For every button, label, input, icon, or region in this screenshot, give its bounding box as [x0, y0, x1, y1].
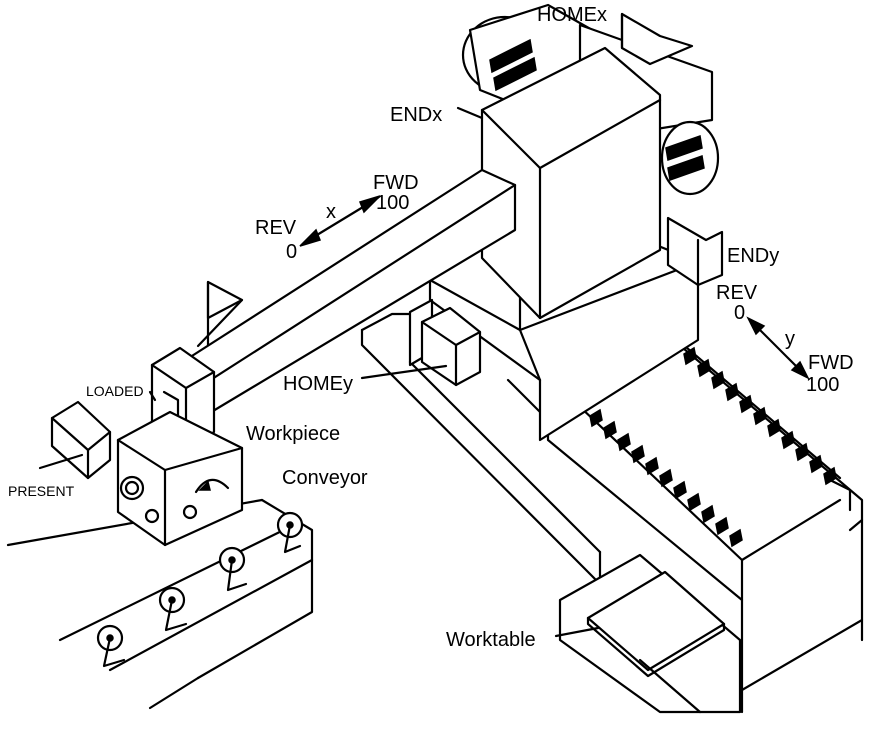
y-rev-label: REV	[716, 282, 758, 304]
y-fwd-label: FWD	[808, 352, 854, 374]
conveyor-roller	[96, 624, 126, 668]
conveyor-roller	[218, 546, 248, 592]
conveyor	[6, 498, 314, 710]
loaded-label: LOADED	[86, 383, 144, 399]
worktable	[558, 553, 742, 714]
worktable-label: Worktable	[446, 629, 536, 651]
workpiece	[116, 410, 244, 547]
home-x-label: HOMEx	[537, 4, 607, 26]
home-y-label: HOMEy	[283, 373, 353, 395]
tower-block	[456, 46, 662, 320]
end-y-switch	[666, 216, 724, 287]
x-rev-value: 0	[286, 241, 297, 263]
end-x-label: ENDx	[390, 104, 442, 126]
conveyor-label: Conveyor	[282, 467, 368, 489]
y-track	[546, 318, 864, 714]
conveyor-roller	[158, 586, 188, 632]
x-direction-arrow	[299, 195, 381, 247]
y-rev-value: 0	[734, 302, 745, 324]
x-axis-label: x	[326, 201, 336, 223]
y-fwd-value: 100	[806, 374, 839, 396]
workpiece-label: Workpiece	[246, 423, 340, 445]
end-y-label: ENDy	[727, 245, 779, 267]
present-sensor	[38, 400, 112, 480]
home-x-switch	[620, 12, 694, 66]
present-label: PRESENT	[8, 483, 75, 499]
conveyor-roller	[276, 511, 304, 554]
y-axis-label: y	[785, 328, 795, 350]
y-direction-arrow	[746, 316, 810, 380]
x-fwd-label: FWD	[373, 172, 419, 194]
x-rev-label: REV	[255, 217, 297, 239]
x-fwd-value: 100	[376, 192, 409, 214]
home-y-switch	[408, 298, 482, 387]
leader-lines	[148, 364, 600, 638]
gripper	[150, 280, 244, 452]
